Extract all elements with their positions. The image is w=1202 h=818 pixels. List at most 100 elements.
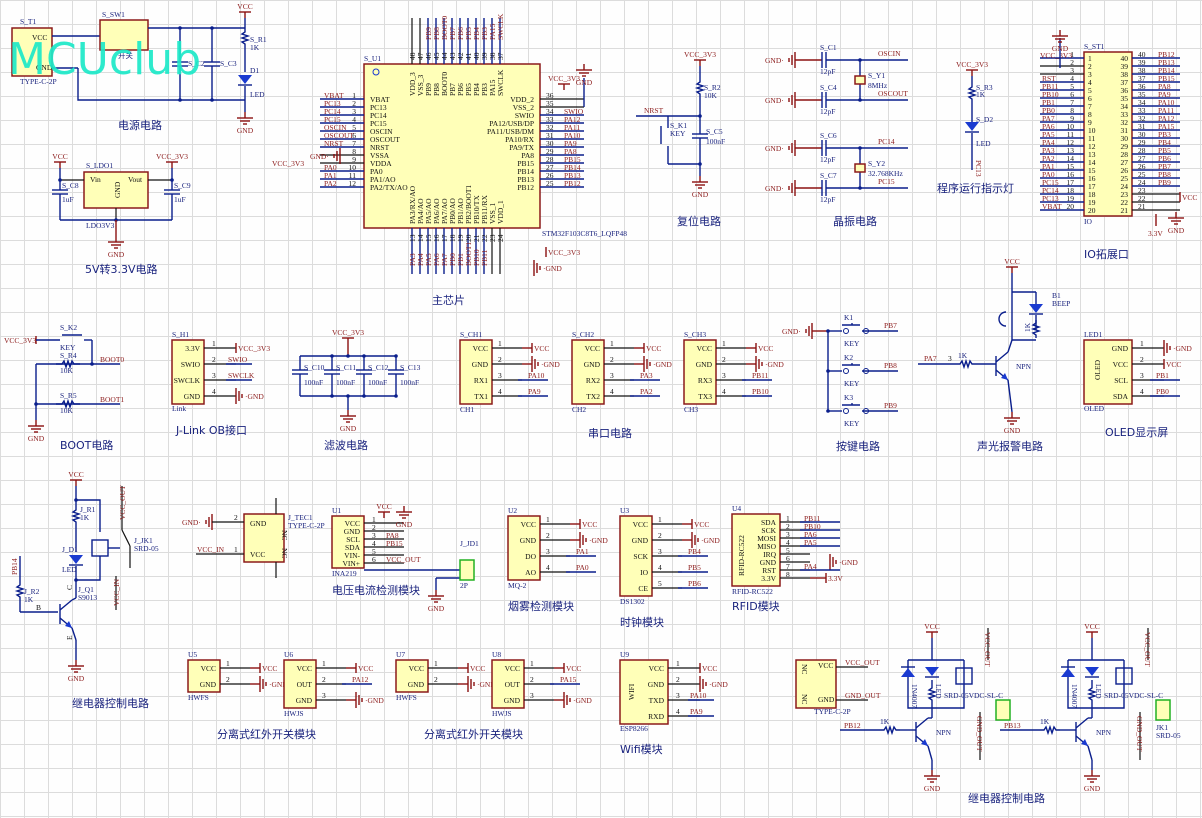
pin-name: SWCLK (496, 69, 505, 96)
net-label: BOOT1 (100, 395, 124, 404)
resistor-icon (966, 76, 978, 110)
resistor-icon (694, 66, 706, 110)
pin-name: 6 (1088, 94, 1092, 103)
io-header (1083, 51, 1133, 217)
gnd-label: GND· (310, 152, 329, 161)
transistor-arrow-icon (1081, 739, 1088, 746)
ic-body (571, 339, 605, 405)
ref: LED1 (1084, 330, 1103, 339)
junction-dot (346, 354, 350, 358)
pin-number: 19 (456, 234, 465, 242)
value: SRD-05 (1156, 731, 1181, 740)
terminal-block-icon (995, 699, 1011, 721)
value: 1K (880, 717, 890, 726)
pin-name: GND (818, 695, 835, 704)
net-label: PB7 (1158, 162, 1171, 171)
pin-number: 3 (722, 371, 726, 380)
pin-name: PC14 (370, 111, 387, 120)
net-label: PA5 (1042, 130, 1055, 139)
pin-name: 18 (1088, 190, 1096, 199)
pin-name: SWCLK (174, 376, 201, 385)
power-switch (99, 19, 149, 51)
pin-number: 1 (1070, 50, 1074, 59)
title-clock: 时钟模块 (620, 615, 664, 629)
net-label: PA12 (564, 115, 581, 124)
ref: J_JK1 (134, 536, 153, 545)
pin-name: SDA (761, 518, 777, 527)
pin-name: 19 (1088, 198, 1096, 207)
value: 10K (60, 406, 74, 415)
pin-number: 7 (352, 139, 356, 148)
key-contact-icon (843, 408, 849, 414)
net-label: VCC_OUT (983, 632, 992, 667)
pin-number: 17 (440, 234, 449, 242)
wire (1007, 339, 1013, 353)
ic-ref: U5 (188, 650, 197, 659)
pin-name: VSS_2 (513, 103, 535, 112)
pin-name: 1 (1088, 54, 1092, 63)
power-label: 3.3V (828, 574, 843, 583)
pin-number: 20 (1067, 202, 1075, 211)
power-led-icon (238, 75, 252, 84)
gnd-label: ·GND (541, 360, 560, 369)
part: INA219 (332, 569, 357, 578)
ref: S_D2 (976, 115, 993, 124)
pin-name: PA11/USB/DM (487, 127, 534, 136)
pin-name: PA7/AO (440, 198, 449, 224)
gnd-label: GND· (765, 96, 784, 105)
ic-ref: S_CH1 (460, 330, 482, 339)
pin-number: 3 (546, 547, 550, 556)
net-label: OSCOUT (324, 131, 354, 140)
pin-name: SWIO (515, 111, 535, 120)
pin-name: IRQ (763, 550, 777, 559)
net-label: PB4 (1158, 138, 1171, 147)
junction-dot (362, 354, 366, 358)
title-wifi: Wifi模块 (620, 743, 663, 756)
net-label: PB6 (1158, 154, 1171, 163)
pin-number: 26 (1138, 162, 1146, 171)
net-label: PB7 (448, 27, 457, 40)
power-label: VCC (1084, 622, 1099, 631)
pin-name: PB11/RX (480, 195, 489, 224)
title-io: IO拓展口 (1084, 247, 1129, 261)
pin-name: PA8 (521, 151, 534, 160)
title-ir2: 分离式红外开关模块 (424, 727, 523, 741)
title-keys: 按键电路 (836, 439, 880, 453)
pin-name: 27 (1121, 158, 1129, 167)
transistor-icon (1075, 717, 1089, 729)
pin-number: 1 (434, 659, 438, 668)
net-label: VCC_OUT (386, 555, 421, 564)
pin-name: IO (640, 568, 648, 577)
ref: S_R3 (976, 83, 993, 92)
value: KEY (844, 339, 860, 348)
ref: S_R2 (704, 83, 721, 92)
transistor-type: NPN (1096, 728, 1112, 737)
value: BEEP (1052, 299, 1070, 308)
junction-dot (698, 114, 702, 118)
gnd-label: ·GND (701, 536, 720, 545)
pin-name: VDD_3 (408, 72, 417, 96)
ref: S_C2 (188, 59, 205, 68)
rfid-inner-label: RFID-RC522 (737, 535, 746, 576)
gnd-label: GND (692, 190, 709, 199)
ref: J_D1 (62, 545, 78, 554)
pin-number: 25 (546, 179, 554, 188)
gnd-label: ·GND (589, 536, 608, 545)
pin-name: GND (250, 519, 267, 528)
pin-name: 29 (1121, 142, 1129, 151)
pin-name: VCC (250, 550, 265, 559)
pin-name: 23 (1121, 190, 1129, 199)
junction-dot (394, 394, 398, 398)
net-label: PA9 (564, 139, 577, 148)
led-label: LED (1094, 684, 1103, 699)
title-mq2: 烟雾检测模块 (508, 599, 574, 613)
pin-number: 4 (658, 563, 662, 572)
net-label: PA7 (1042, 114, 1055, 123)
pin-number: 24 (1138, 178, 1146, 187)
gnd-label: GND (108, 250, 125, 259)
net-label: PB11 (1042, 82, 1059, 91)
pin-name: NC (800, 664, 809, 674)
pin-number: 6 (1070, 90, 1074, 99)
pin-name: AO (525, 568, 536, 577)
transistor-arrow-icon (65, 621, 72, 628)
